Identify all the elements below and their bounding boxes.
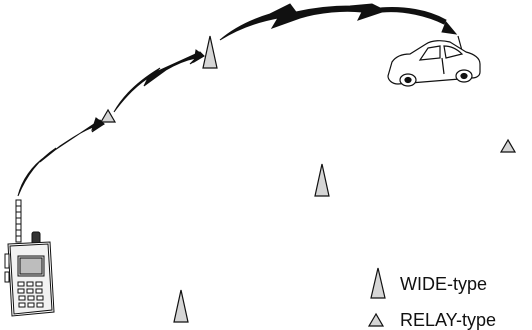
wide-digipeater-bottom — [173, 289, 189, 323]
wave-segment-3 — [219, 3, 447, 41]
relay-digipeater-left — [99, 108, 117, 123]
handheld-radio-icon — [4, 199, 55, 317]
relay-digipeater-right — [499, 138, 517, 153]
wide-digipeater-top — [202, 35, 218, 69]
car-icon — [387, 35, 481, 87]
wave-segment-1 — [17, 119, 105, 197]
legend-relay-icon — [367, 312, 385, 327]
legend-wide-label: WIDE-type — [400, 274, 487, 294]
arrow-head-1 — [91, 117, 105, 131]
radio-wave-path — [17, 3, 458, 197]
arrow-head-3 — [441, 21, 458, 35]
wave-segment-2 — [113, 51, 205, 113]
legend: WIDE-type RELAY-type — [367, 267, 496, 330]
legend-relay-label: RELAY-type — [400, 310, 496, 330]
arrow-head-2 — [193, 49, 205, 63]
legend-wide-icon — [370, 267, 386, 299]
wide-digipeater-middle — [314, 163, 330, 197]
